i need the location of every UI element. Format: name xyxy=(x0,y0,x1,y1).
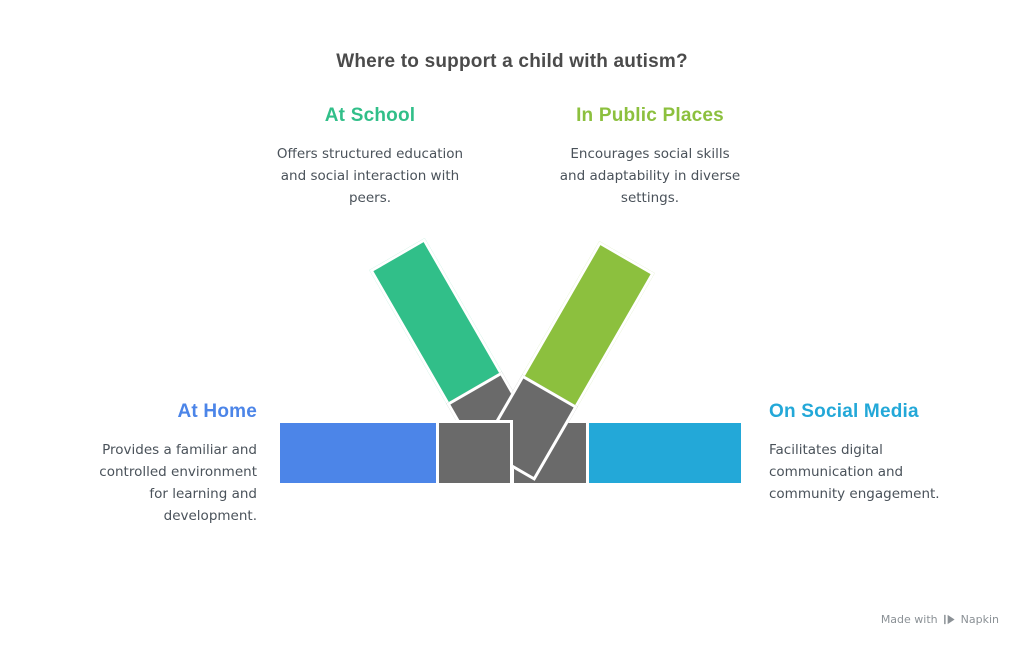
section-in-public-places: In Public Places Encourages social skill… xyxy=(525,104,775,209)
match-social-media-stick xyxy=(586,420,744,486)
napkin-logo-icon xyxy=(943,613,956,626)
section-title-at-school: At School xyxy=(324,105,416,126)
napkin-watermark: Made with Napkin xyxy=(881,613,999,626)
section-title-on-social-media: On Social Media xyxy=(769,401,919,422)
page-title: Where to support a child with autism? xyxy=(336,51,688,72)
match-home-stick xyxy=(277,420,439,486)
match-home-head xyxy=(436,420,513,486)
section-desc-at-school: Offers structured education and social i… xyxy=(276,146,464,206)
match-home xyxy=(277,420,513,486)
watermark-brand-label: Napkin xyxy=(960,613,999,626)
section-desc-on-social-media: Facilitates digital communication and co… xyxy=(769,442,940,502)
match-public-places-stick xyxy=(520,241,655,410)
section-on-social-media: On Social Media Facilitates digital comm… xyxy=(769,400,1004,505)
section-desc-at-home: Provides a familiar and controlled envir… xyxy=(99,442,257,524)
section-title-at-home: At Home xyxy=(177,401,257,422)
watermark-made-with-label: Made with xyxy=(880,613,938,626)
section-desc-in-public-places: Encourages social skills and adaptabilit… xyxy=(559,146,741,206)
section-title-in-public-places: In Public Places xyxy=(576,105,724,126)
section-at-home: At Home Provides a familiar and controll… xyxy=(40,400,257,527)
section-at-school: At School Offers structured education an… xyxy=(240,104,500,209)
